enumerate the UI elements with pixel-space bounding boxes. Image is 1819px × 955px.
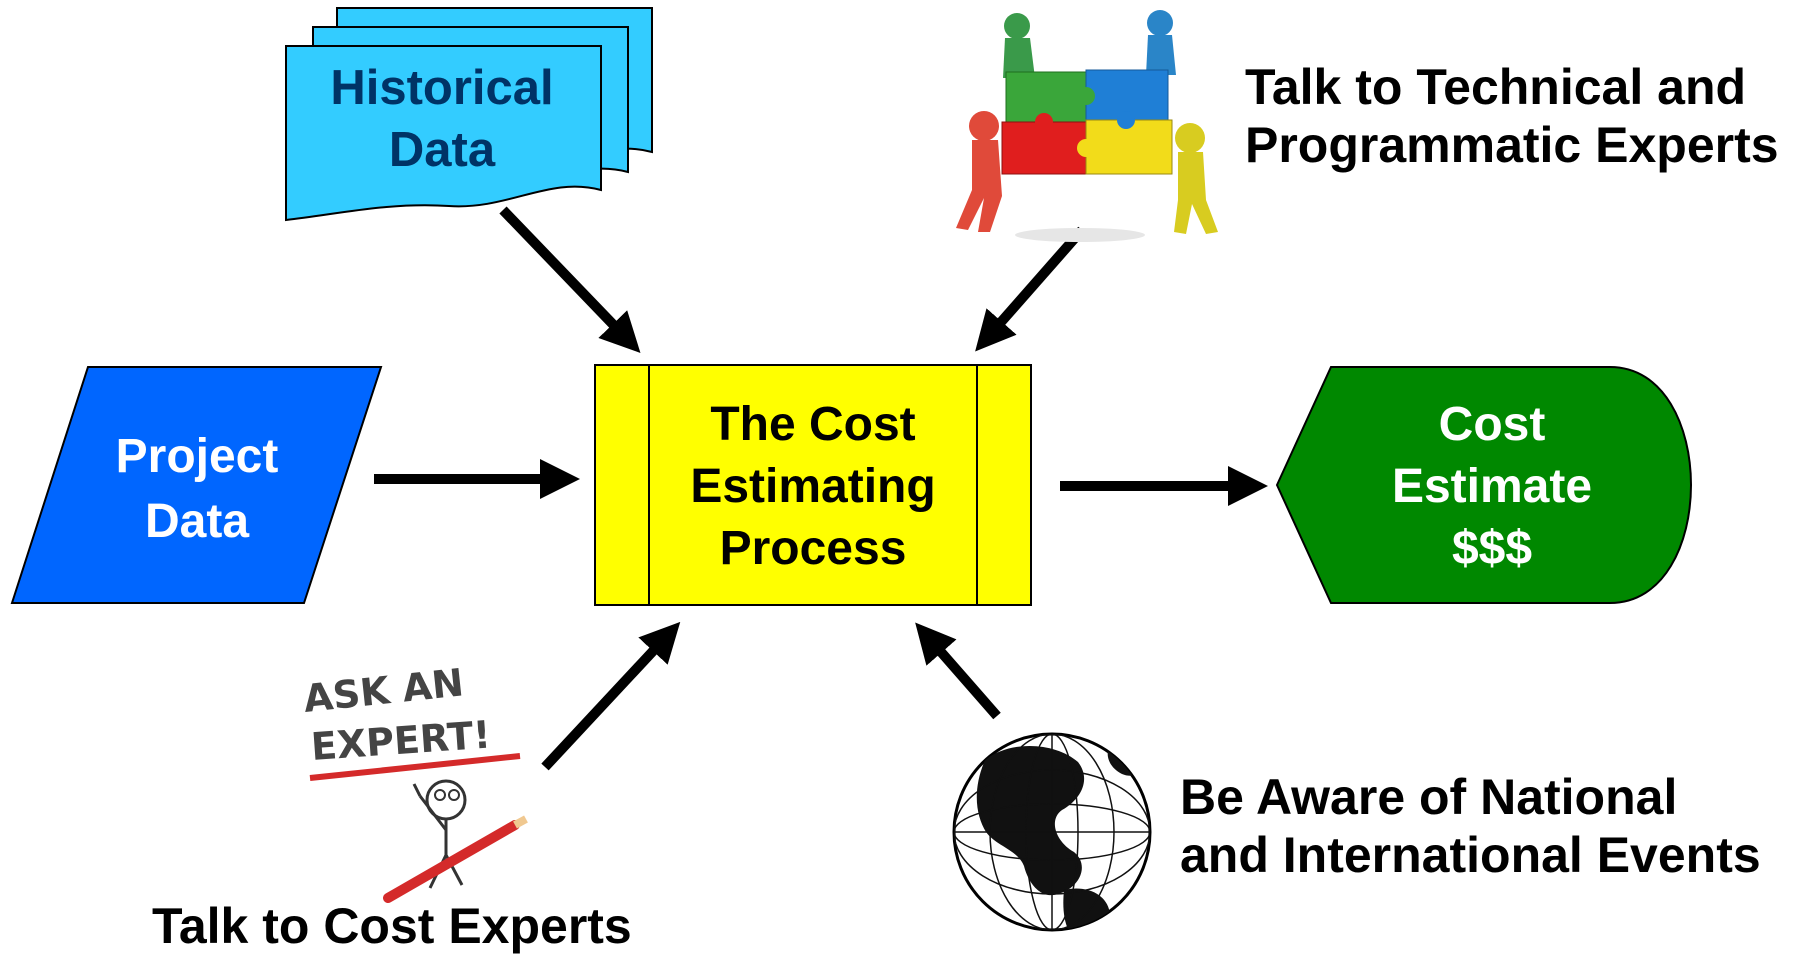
globe-icon [952,732,1152,932]
project-data-label-line2: Data [145,495,249,548]
events-caption-line1: Be Aware of National [1180,769,1678,825]
process-label-line2: Estimating [690,460,935,513]
process-label-line3: Process [720,522,907,575]
events-caption-line2: and International Events [1180,827,1761,883]
historical-data-documents: Historical Data [285,7,653,222]
events-caption: Be Aware of National and International E… [1180,768,1761,884]
ask-expert-sign-line1: ASK AN [301,660,465,721]
historical-data-label-line1: Historical [330,61,553,115]
cost-experts-caption-line1: Talk to Cost Experts [152,898,632,954]
cost-estimate-shape: Cost Estimate $$$ [1275,366,1692,604]
cost-experts-caption: Talk to Cost Experts [152,897,632,955]
estimate-label-line2: Estimate [1392,460,1592,513]
historical-data-label-line2: Data [389,123,496,177]
arrow-experts-to-process [975,226,1086,352]
ask-expert-icon: ASK AN EXPERT! [301,660,528,903]
tech-experts-caption: Talk to Technical and Programmatic Exper… [1245,58,1779,174]
process-box: The Cost Estimating Process [594,364,1032,606]
process-label-line1: The Cost [710,398,915,451]
puzzle-team-icon [956,10,1218,242]
arrow-cost-experts-to-process [541,621,681,771]
project-data-shape: Project Data [10,366,383,604]
arrows [374,206,1268,771]
tech-experts-caption-line1: Talk to Technical and [1245,59,1747,115]
arrow-events-to-process [915,622,1001,720]
project-data-label-line1: Project [116,430,279,483]
arrow-historical-to-process [499,206,641,353]
estimate-label-line1: Cost [1439,398,1546,451]
tech-experts-caption-line2: Programmatic Experts [1245,117,1779,173]
estimate-label-line3: $$$ [1452,522,1532,575]
